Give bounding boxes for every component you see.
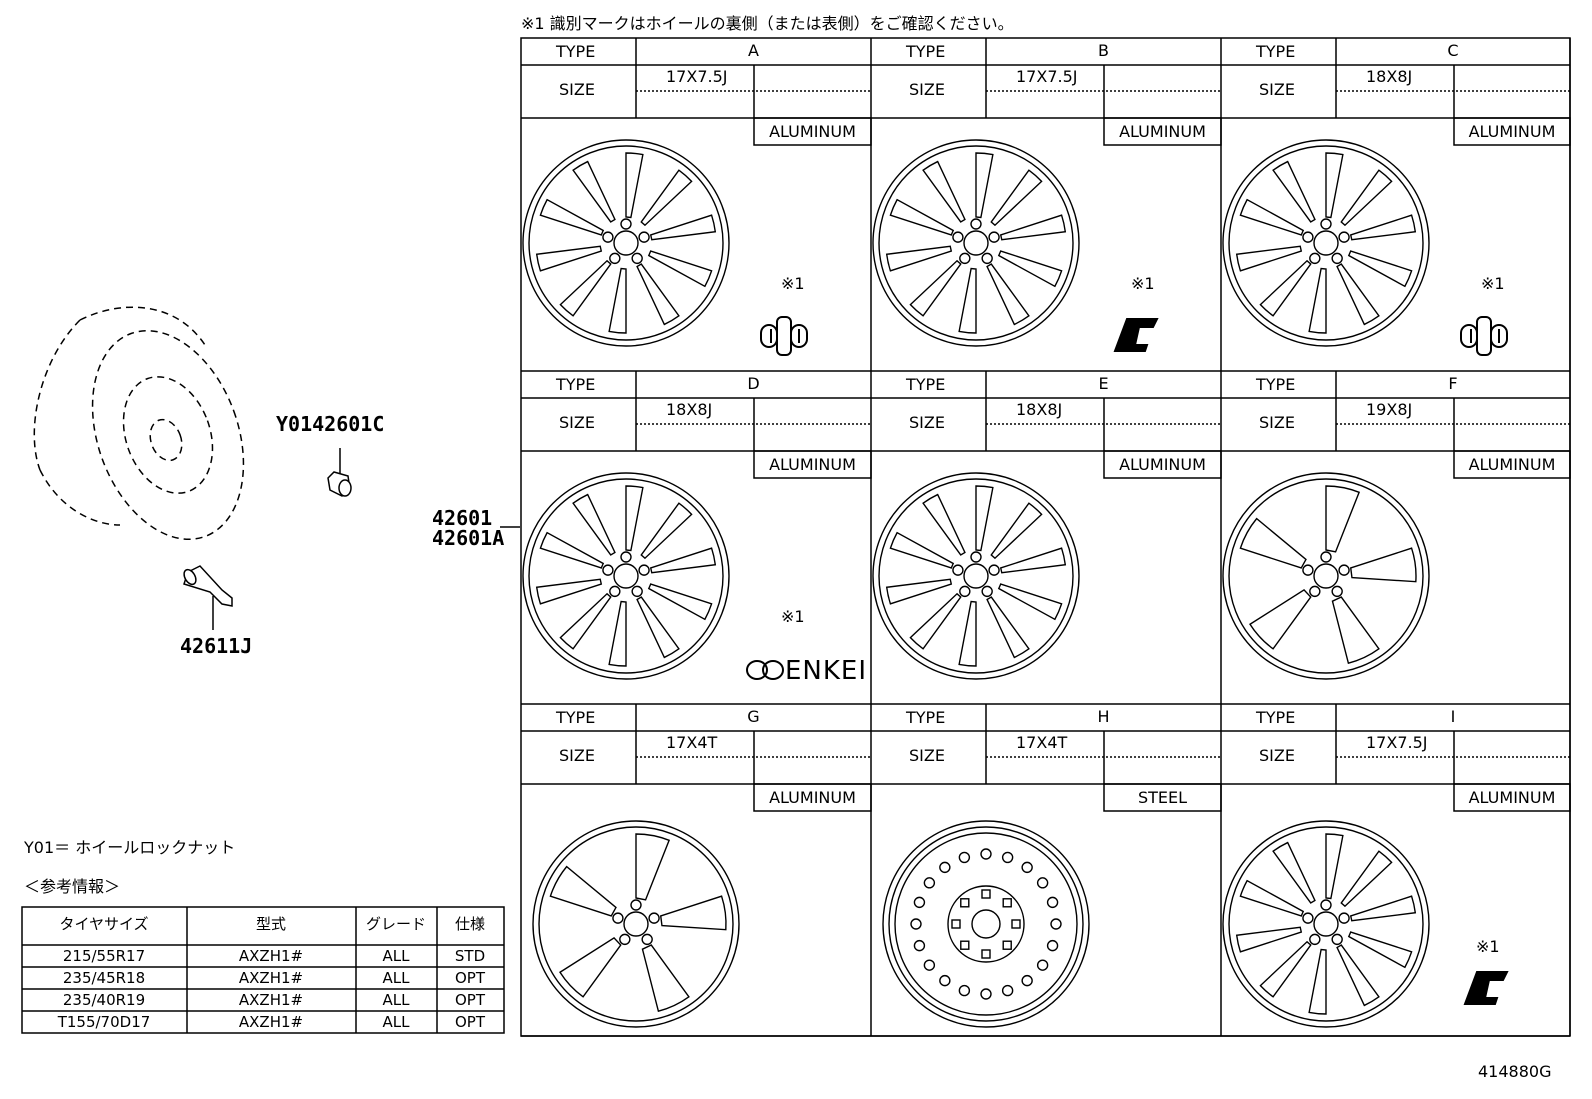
type-label: TYPE (556, 42, 596, 61)
part-number-wheel-alt: 42601A (432, 526, 505, 550)
bobbin-mark-icon (760, 316, 808, 356)
wheel-size: 17X4T (1016, 733, 1068, 752)
wheel-size: 17X7.5J (666, 67, 728, 86)
reference-table-cell: 235/40R19 (62, 991, 146, 1009)
reference-table-cell: AXZH1# (238, 947, 304, 965)
exploded-view (33, 306, 520, 630)
wheel-material: ALUMINUM (769, 788, 856, 807)
type-label: TYPE (906, 375, 946, 394)
type-label: TYPE (1256, 42, 1296, 61)
identification-mark-ref: ※1 (781, 607, 805, 626)
wheel-drawing-a (522, 139, 730, 347)
wheel-material: ALUMINUM (1468, 122, 1556, 141)
reference-title: ＜参考情報＞ (24, 877, 121, 896)
wheel-material: ALUMINUM (1119, 455, 1206, 474)
wheel-drawing-e (872, 472, 1080, 680)
tire-wheel-drawing (33, 306, 245, 541)
reference-table-header: グレード (365, 915, 427, 933)
reference-table-cell: OPT (454, 969, 486, 987)
reference-table-cell: ALL (382, 947, 410, 965)
reference-table-header: タイヤサイズ (59, 915, 149, 933)
figure-code: 414880G (1478, 1062, 1552, 1081)
wheel-size: 17X7.5J (1016, 67, 1078, 86)
wheel-drawing-c (1222, 139, 1430, 347)
wheel-type-h: H (1097, 707, 1110, 726)
reference-table-cell: AXZH1# (238, 1013, 304, 1031)
wheel-drawing-i (1222, 820, 1430, 1028)
bobbin-mark-icon (1460, 316, 1508, 356)
wheel-type-c: C (1447, 41, 1459, 60)
size-label: SIZE (909, 80, 945, 99)
size-label: SIZE (909, 746, 945, 765)
size-label: SIZE (559, 413, 595, 432)
wheel-material: ALUMINUM (1468, 455, 1556, 474)
type-label: TYPE (556, 708, 596, 727)
reference-table-cell: ALL (382, 1013, 410, 1031)
reference-table-cell: OPT (454, 1013, 486, 1031)
size-label: SIZE (1259, 80, 1295, 99)
identification-note: ※1 識別マークはホイールの裏側（または表側）をご確認ください。 (521, 14, 1014, 33)
wheel-size: 18X8J (1366, 67, 1413, 86)
wheel-material: ALUMINUM (769, 455, 856, 474)
type-label: TYPE (556, 375, 596, 394)
wheel-type-e: E (1098, 374, 1109, 393)
wheel-drawing-b (872, 139, 1080, 347)
wheel-drawing-d (522, 472, 730, 680)
wheel-drawing-g (532, 820, 740, 1028)
part-number-valve: 42611J (180, 634, 253, 658)
reference-table-cell: ALL (382, 991, 410, 1009)
type-label: TYPE (906, 708, 946, 727)
legend-lock-nut: Y01＝ ホイールロックナット (24, 838, 236, 857)
wheel-type-g: G (747, 707, 760, 726)
wheel-drawing-f (1222, 472, 1430, 680)
reference-table-lines (21, 906, 505, 1034)
part-number-wheel: 42601 (432, 506, 493, 530)
reference-table-cell: AXZH1# (238, 991, 304, 1009)
part-number-lock-nut: Y0142601C (276, 412, 385, 436)
wheel-drawing-h (882, 820, 1090, 1028)
size-label: SIZE (559, 80, 595, 99)
reference-table-cell: T155/70D17 (57, 1013, 151, 1031)
reference-table-cell: ALL (382, 969, 410, 987)
identification-mark-ref: ※1 (1481, 274, 1505, 293)
reference-table-cell: STD (454, 947, 486, 965)
reference-table-cell: 235/45R18 (62, 969, 146, 987)
reference-table-cell: OPT (454, 991, 486, 1009)
reference-table-header: 仕様 (454, 915, 486, 933)
identification-mark-ref: ※1 (1131, 274, 1155, 293)
wheel-size: 17X7.5J (1366, 733, 1428, 752)
wheel-type-a: A (748, 41, 759, 60)
lock-nut-drawing (327, 448, 352, 497)
step-mark-icon (1463, 971, 1509, 1005)
size-label: SIZE (559, 746, 595, 765)
size-label: SIZE (1259, 746, 1295, 765)
reference-table-cell: 215/55R17 (62, 947, 146, 965)
wheel-type-i: I (1450, 707, 1456, 726)
wheel-size: 19X8J (1366, 400, 1413, 419)
wheel-size: 17X4T (666, 733, 718, 752)
valve-drawing (183, 565, 233, 630)
reference-table-header: 型式 (255, 915, 287, 933)
type-label: TYPE (1256, 375, 1296, 394)
wheel-type-f: F (1448, 374, 1458, 393)
wheel-type-b: B (1098, 41, 1109, 60)
wheel-material: ALUMINUM (769, 122, 856, 141)
wheel-size: 18X8J (1016, 400, 1063, 419)
identification-mark-ref: ※1 (1476, 937, 1500, 956)
type-label: TYPE (906, 42, 946, 61)
wheel-type-d: D (747, 374, 760, 393)
reference-table-cell: AXZH1# (238, 969, 304, 987)
size-label: SIZE (1259, 413, 1295, 432)
wheel-material: STEEL (1137, 788, 1188, 807)
identification-mark-ref: ※1 (781, 274, 805, 293)
step-mark-icon (1113, 318, 1159, 352)
wheel-material: ALUMINUM (1119, 122, 1206, 141)
enkei-logo-text: ENKEI (785, 656, 868, 686)
size-label: SIZE (909, 413, 945, 432)
enkei-logo (746, 660, 784, 680)
type-label: TYPE (1256, 708, 1296, 727)
wheel-material: ALUMINUM (1468, 788, 1556, 807)
wheel-size: 18X8J (666, 400, 713, 419)
